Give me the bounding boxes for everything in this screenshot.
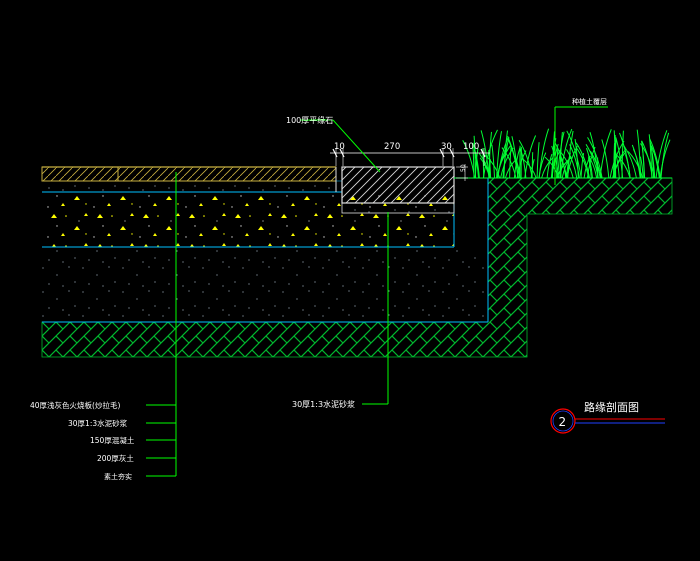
grass-blade	[566, 152, 571, 179]
grass-blade	[462, 139, 476, 179]
grass-blade	[482, 148, 485, 179]
grass-blade	[575, 142, 590, 179]
grass-blade	[531, 152, 534, 179]
paving-slabs	[41, 166, 337, 182]
grass-blade	[587, 137, 603, 179]
grass-blade	[496, 131, 502, 179]
label-curb-stone: 100厚平缘石	[286, 115, 333, 125]
grass-blade	[575, 147, 590, 179]
dim-100: 100	[463, 142, 479, 152]
grass-blade	[567, 130, 574, 179]
grass-blade	[546, 153, 553, 179]
label-layer-concrete: 150厚混凝土	[90, 435, 135, 445]
grass-blade	[557, 131, 565, 179]
grass-blade	[473, 135, 477, 179]
grass-blade	[511, 136, 519, 179]
grass-blade	[649, 140, 656, 179]
grass-blade	[561, 157, 567, 179]
grass-blade	[472, 142, 480, 179]
grass-blade	[478, 152, 491, 179]
grass-blade	[479, 157, 491, 179]
grass-blade	[566, 149, 578, 179]
grass-blade	[624, 154, 631, 179]
label-layer-mortar: 30厚1:3水泥砂浆	[68, 418, 128, 428]
title-block: 2 路缘剖面图	[550, 400, 665, 434]
grass-blade	[566, 130, 582, 179]
grass-blade	[659, 139, 671, 179]
dim-50: 50	[460, 164, 467, 172]
curb-stone	[335, 166, 455, 214]
grass-blade	[551, 131, 555, 179]
grass-blade	[496, 147, 508, 179]
grass-blade	[632, 148, 642, 179]
grass-blade	[627, 151, 643, 179]
grass-blade	[585, 144, 599, 179]
label-planting-soil: 种植土覆层	[572, 97, 607, 106]
drawing-title: 路缘剖面图	[584, 400, 639, 414]
grass-blade	[613, 130, 617, 179]
label-mortar-right: 30厚1:3水泥砂浆	[292, 399, 355, 409]
grass-blade	[558, 149, 574, 179]
grass-blade	[560, 154, 562, 179]
leader-mortar-right	[362, 212, 389, 405]
detail-circle	[550, 408, 576, 434]
detail-number: 2	[559, 415, 567, 429]
grass-blade	[541, 157, 554, 179]
grass-blade	[615, 137, 624, 179]
label-layer-paving: 40厚浅灰色火烧板(炒拉毛)	[30, 400, 120, 410]
leader-layer-stack	[146, 172, 177, 477]
grass-blade	[601, 139, 610, 179]
grass-blade	[561, 155, 572, 179]
label-layer-subgrade: 素土夯实	[104, 472, 132, 481]
grass-blade	[504, 159, 517, 179]
grass-blade	[639, 156, 644, 179]
dim-270: 270	[384, 142, 400, 152]
leader-curb-stone	[300, 119, 381, 173]
grass-blade	[522, 158, 537, 179]
dim-30: 30	[441, 142, 452, 152]
label-layer-lime-soil: 200厚灰土	[97, 453, 134, 463]
grass-blade	[556, 147, 559, 179]
grass-blade	[586, 147, 593, 179]
dimension-chain: 10 270 30 100 50	[330, 142, 490, 181]
grass-blade	[538, 128, 550, 179]
grass-blade	[660, 132, 670, 179]
mortar-bed-layer	[42, 180, 342, 192]
lime-soil-layer	[42, 178, 489, 323]
grass-blade	[650, 145, 660, 179]
grass-blade	[500, 147, 514, 179]
grass-blade	[641, 140, 646, 179]
grass-blade	[488, 150, 492, 179]
grass-blade	[649, 138, 661, 179]
dim-10: 10	[334, 142, 345, 152]
grass-blade	[491, 144, 495, 179]
grass-blade	[514, 155, 521, 179]
grass-blade	[641, 140, 653, 179]
grass-blade	[520, 148, 527, 179]
grass-blade	[623, 145, 637, 179]
grass-blade	[518, 140, 533, 179]
leader-planting-soil	[554, 106, 608, 185]
grass-planting	[462, 128, 671, 179]
grass-blade	[536, 142, 540, 179]
grass-blade	[655, 130, 668, 179]
